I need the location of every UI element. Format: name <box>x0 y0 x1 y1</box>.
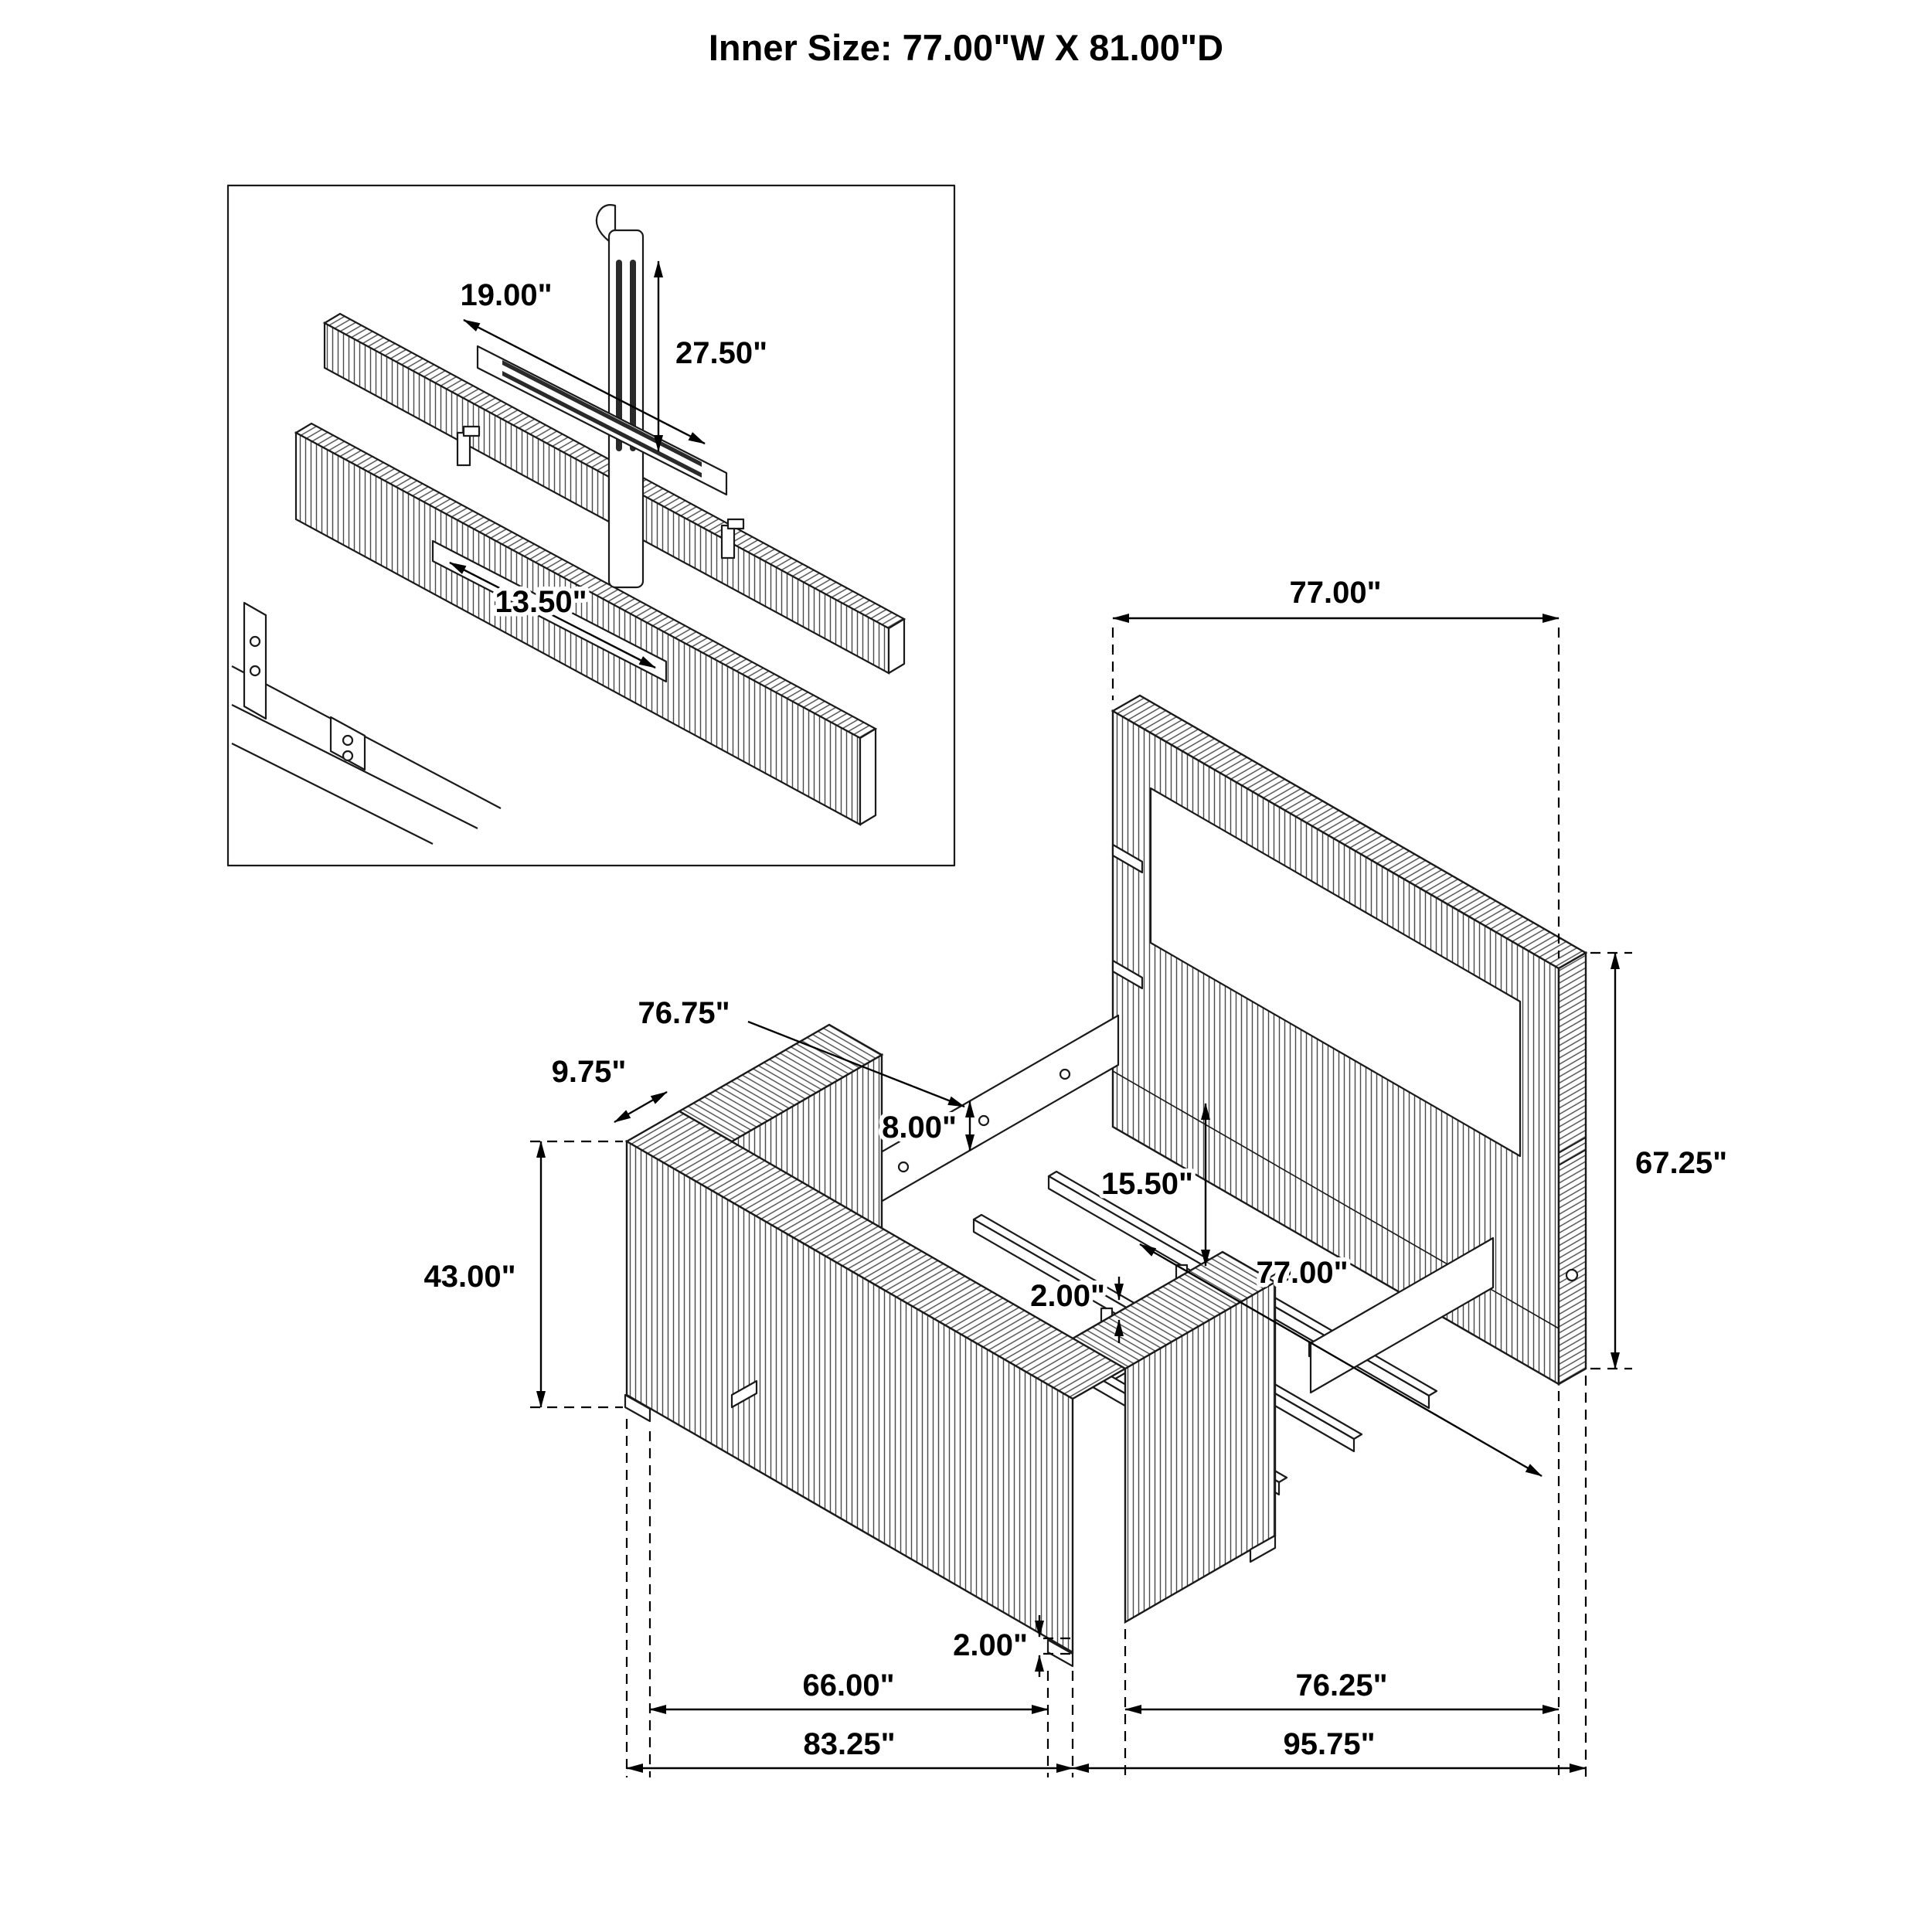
dim-headboard-width-label: 77.00" <box>1289 576 1381 610</box>
foot-block <box>1249 1534 1277 1563</box>
rail-hole <box>897 1161 910 1173</box>
bracket-hole <box>342 750 354 762</box>
headboard-band-cap <box>859 727 877 826</box>
dim-rail-length-label: 76.75" <box>638 996 730 1030</box>
projection-lines <box>625 1376 1587 1777</box>
post-hole <box>249 665 261 677</box>
dim-bracket-offset-label: 13.50" <box>495 585 587 619</box>
rail-hole <box>978 1114 990 1127</box>
dim-bracket-width: 19.00" <box>456 274 706 445</box>
dim-headboard-height: 67.25" <box>1590 951 1732 1370</box>
mount-clip <box>720 524 736 560</box>
dim-under-clearance-label: 15.50" <box>1101 1167 1193 1201</box>
headboard-notch <box>1111 843 1144 874</box>
dim-overall-depth: 95.75" <box>1072 1723 1587 1773</box>
headboard <box>1111 694 1588 1386</box>
dim-footboard-height-label: 43.00" <box>423 1260 515 1294</box>
frame-line <box>231 743 434 845</box>
dim-rail-height: 8.00" <box>878 1100 975 1151</box>
dim-inner-length: 66.00" <box>649 1665 1049 1714</box>
mount-clip <box>456 431 471 467</box>
footboard-front-face <box>625 1139 1074 1655</box>
dim-bracket-height: 27.50" <box>654 260 772 452</box>
headboard-side-face <box>1557 951 1587 1386</box>
side-notch-line <box>1558 1149 1587 1166</box>
dim-inner-length-label: 66.00" <box>802 1668 894 1702</box>
dim-bracket-height-label: 27.50" <box>675 336 767 370</box>
dim-leg-height: 2.00" <box>949 1615 1076 1677</box>
headboard-band-cap <box>887 617 906 675</box>
bracket-hole <box>342 734 354 747</box>
dim-inner-width: 77.00" <box>1139 1243 1543 1478</box>
dim-headboard-height-label: 67.25" <box>1635 1146 1727 1180</box>
dim-footboard-width-label: 83.25" <box>803 1727 895 1761</box>
dim-footboard-width: 83.25" <box>626 1723 1073 1773</box>
frame-line <box>231 665 502 809</box>
frame-line <box>231 704 478 829</box>
rail-hole <box>1059 1068 1071 1080</box>
mount-clip <box>462 425 481 437</box>
dim-rail-length: 76.75" <box>634 992 965 1108</box>
dim-headboard-width: 77.00" <box>1111 572 1560 958</box>
side-notch-line <box>1558 1137 1587 1154</box>
dim-rail-span: 76.25" <box>1124 1665 1560 1714</box>
frame-post <box>243 601 267 720</box>
page-title: Inner Size: 77.00"W X 81.00"D <box>709 27 1223 68</box>
inset-detail: 19.00" 27.50" 13.50" <box>226 184 956 867</box>
headboard-notch <box>1111 959 1144 990</box>
post-hole <box>249 635 261 648</box>
dim-under-clearance: 15.50" <box>1097 1103 1210 1267</box>
dim-bracket-offset: 13.50" <box>449 561 656 669</box>
foot-block <box>624 1393 651 1423</box>
dim-footboard-height: 43.00" <box>420 1140 623 1409</box>
headboard-panel <box>1149 787 1522 1158</box>
dim-slat-thickness-label: 2.00" <box>1030 1279 1105 1313</box>
dim-overall-depth-label: 95.75" <box>1283 1727 1375 1761</box>
dim-footboard-top-depth-label: 9.75" <box>552 1055 627 1089</box>
dim-slat-thickness: 2.00" <box>1026 1275 1124 1343</box>
foot-block <box>730 1379 758 1409</box>
dim-leg-height-label: 2.00" <box>953 1628 1028 1662</box>
dim-inner-width-label: 77.00" <box>1256 1256 1348 1290</box>
power-outlet <box>1565 1268 1579 1282</box>
post-slot <box>630 260 636 451</box>
mount-clip <box>726 518 745 530</box>
dim-rail-height-label: 8.00" <box>882 1111 957 1145</box>
dim-bracket-width-label: 19.00" <box>460 278 552 312</box>
dim-footboard-top-depth: 9.75" <box>547 1051 668 1124</box>
dim-rail-span-label: 76.25" <box>1295 1668 1387 1702</box>
